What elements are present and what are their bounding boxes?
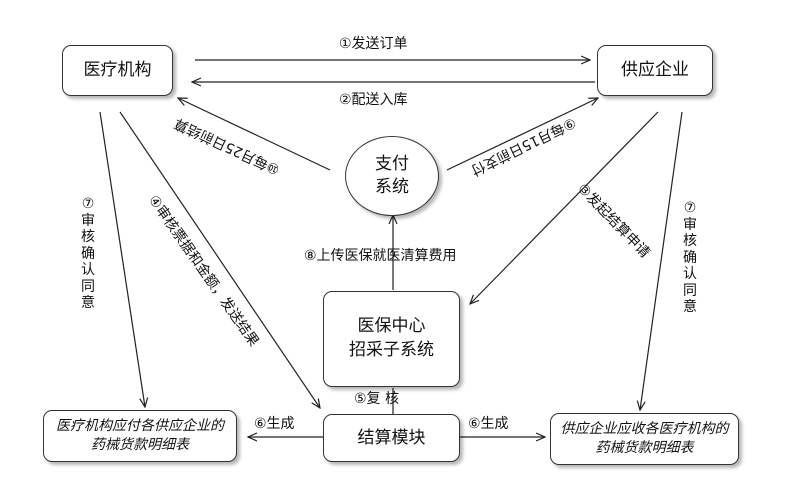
right-statement-box: 供应企业应收各医疗机构的药械货款明细表	[550, 413, 739, 465]
edge-label-review: ⑤复 核	[354, 391, 400, 407]
edge-label-deliver: ②配送入库	[339, 92, 408, 108]
edge-label-audit-left: ⑦审核确认同意	[81, 196, 95, 312]
supplier-box: 供应企业	[597, 45, 713, 96]
supplier-label: 供应企业	[621, 60, 689, 81]
edge-label-upload-fees: ⑧上传医保就医清算费用	[304, 248, 457, 264]
arrow-verify-send	[119, 111, 320, 408]
arrow-audit-left	[99, 111, 145, 407]
payment-system-label: 支付 系统	[375, 154, 409, 197]
left-statement-label: 医疗机构应付各供应企业的药械货款明细表	[56, 418, 224, 453]
left-statement-box: 医疗机构应付各供应企业的药械货款明细表	[43, 410, 237, 462]
arrow-audit-right	[640, 111, 683, 410]
edge-label-audit-right: ⑦审核确认同意	[683, 200, 697, 316]
medical-center-box: 医保中心 招采子系统	[323, 291, 460, 387]
medical-center-label: 医保中心 招采子系统	[349, 316, 434, 360]
settlement-module-label: 结算模块	[357, 427, 426, 448]
arrow-pay-day-25	[178, 98, 331, 171]
edge-label-send-order: ①发送订单	[339, 36, 408, 52]
settlement-module-box: 结算模块	[323, 414, 460, 462]
right-statement-label: 供应企业应收各医疗机构的药械货款明细表	[560, 421, 729, 456]
payment-system-circle: 支付 系统	[345, 136, 439, 216]
edge-label-generate-right: ⑥生成	[468, 416, 509, 432]
medical-institution-label: 医疗机构	[83, 60, 152, 81]
edge-label-generate-left: ⑥生成	[254, 416, 295, 432]
arrow-apply-settlement	[470, 111, 659, 304]
medical-institution-box: 医疗机构	[62, 45, 173, 96]
arrow-pay-day-15	[446, 98, 598, 171]
